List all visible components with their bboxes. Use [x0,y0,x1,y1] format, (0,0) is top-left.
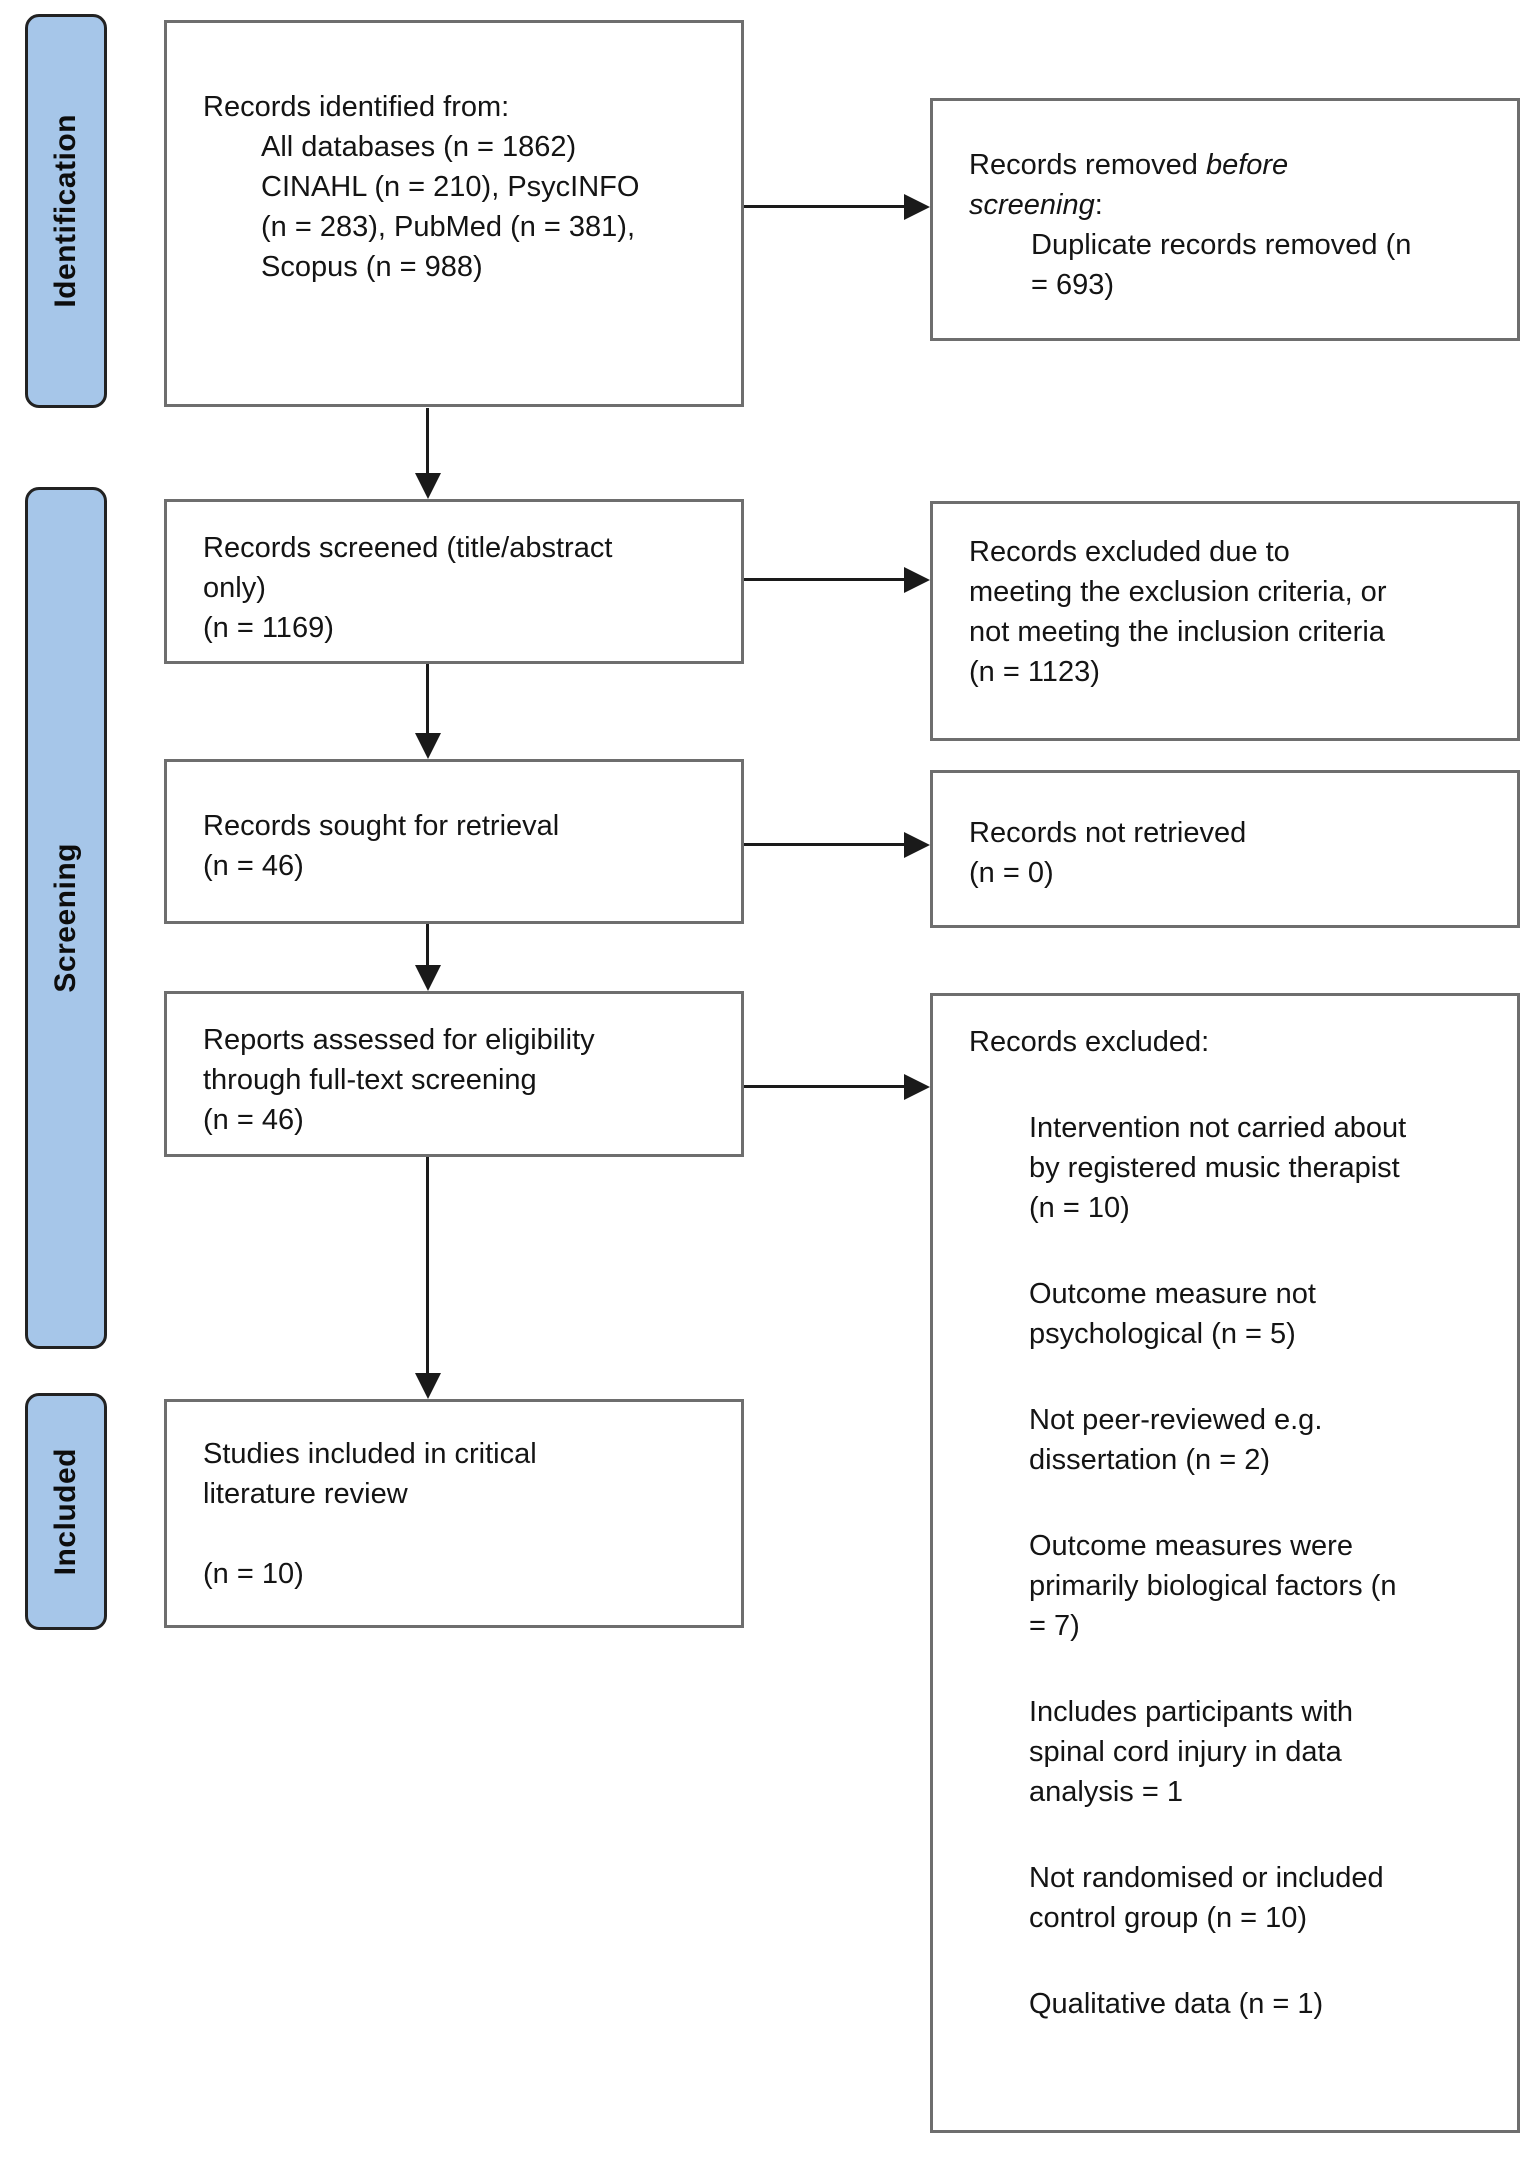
stage-label-identification: Identification [49,114,82,308]
exclusion-reason: Includes participants with spinal cord i… [1029,1696,1353,1808]
records-sought-text: Records sought for retrieval (n = 46) [203,810,560,882]
box-records-excluded-screening: Records excluded due to meeting the excl… [930,501,1520,741]
arrow-head-icon [904,567,930,593]
records-identified-title: Records identified from: [203,91,510,123]
arrow-assessed-to-excluded [744,1074,930,1100]
arrow-head-icon [415,733,441,759]
stage-tab-screening: Screening [25,487,107,1349]
records-removed-title-italic: before screening [969,149,1289,221]
stage-label-included: Included [49,1447,82,1576]
stage-tab-identification: Identification [25,14,107,408]
arrow-screened-to-excluded [744,567,930,593]
arrow-head-icon [904,832,930,858]
box-reports-assessed: Reports assessed for eligibility through… [164,991,744,1157]
records-excluded-screening-text: Records excluded due to meeting the excl… [969,536,1387,688]
records-removed-details: Duplicate records removed (n = 693) [1031,229,1412,301]
box-records-screened: Records screened (title/abstract only) (… [164,499,744,664]
arrow-shaft [426,1157,429,1375]
arrow-sought-to-not-retrieved [744,832,930,858]
arrow-head-icon [904,1074,930,1100]
exclusion-reason: Not randomised or included control group… [1029,1862,1384,1934]
reports-assessed-text: Reports assessed for eligibility through… [203,1024,595,1136]
box-records-sought: Records sought for retrieval (n = 46) [164,759,744,924]
records-removed-title: Records removed before screening: [969,145,1399,225]
arrow-sought-down [415,924,441,991]
arrow-screened-down [415,664,441,759]
arrow-identified-to-removed [744,194,930,220]
records-removed-title-suffix: : [1094,189,1103,221]
exclusion-reason: Outcome measures were primarily biologic… [1029,1530,1397,1642]
arrow-head-icon [904,194,930,220]
box-records-removed-before-screening: Records removed before screening: Duplic… [930,98,1520,341]
stage-label-screening: Screening [49,843,82,993]
arrow-assessed-down [415,1157,441,1399]
arrow-identified-down [415,408,441,499]
records-identified-details: All databases (n = 1862) CINAHL (n = 210… [261,131,640,283]
arrow-head-icon [415,965,441,991]
arrow-shaft [426,924,429,967]
arrow-shaft [744,843,906,846]
arrow-head-icon [415,473,441,499]
arrow-head-icon [415,1373,441,1399]
studies-included-text: Studies included in critical literature … [203,1438,537,1590]
stage-tab-included: Included [25,1393,107,1630]
exclusion-reason: Qualitative data (n = 1) [1029,1988,1324,2020]
exclusion-reason: Intervention not carried about by regist… [1029,1112,1407,1224]
arrow-shaft [744,578,906,581]
arrow-shaft [426,664,429,735]
box-studies-included: Studies included in critical literature … [164,1399,744,1628]
arrow-shaft [744,205,906,208]
box-records-excluded-fulltext: Records excluded: Intervention not carri… [930,993,1520,2133]
records-removed-title-prefix: Records removed [969,149,1206,181]
records-not-retrieved-text: Records not retrieved (n = 0) [969,817,1247,889]
arrow-shaft [744,1085,906,1088]
arrow-shaft [426,408,429,475]
exclusion-reason: Not peer-reviewed e.g. dissertation (n =… [1029,1404,1323,1476]
box-records-identified: Records identified from: All databases (… [164,20,744,407]
records-screened-text: Records screened (title/abstract only) (… [203,532,613,644]
box-records-not-retrieved: Records not retrieved (n = 0) [930,770,1520,928]
records-excluded-fulltext-title: Records excluded: [969,1026,1210,1058]
exclusion-reason: Outcome measure not psychological (n = 5… [1029,1278,1316,1350]
